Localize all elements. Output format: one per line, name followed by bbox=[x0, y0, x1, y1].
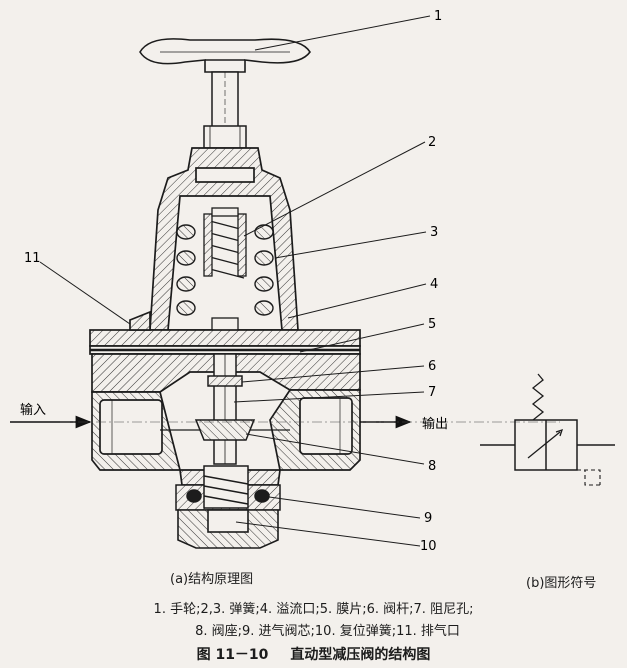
caption-structure: (a)结构原理图 bbox=[170, 572, 254, 587]
callout-10: 10 bbox=[420, 539, 437, 554]
graphic-symbol bbox=[480, 373, 615, 486]
parts-legend-line-1: 1. 手轮;2,3. 弹簧;4. 溢流口;5. 膜片;6. 阀杆;7. 阻尼孔; bbox=[153, 602, 474, 617]
callout-numbers: 1 2 3 4 5 6 7 8 9 10 11 bbox=[24, 9, 442, 554]
bottom-plug bbox=[177, 509, 279, 549]
callout-5: 5 bbox=[428, 317, 436, 332]
leader-lines bbox=[39, 15, 431, 547]
callout-9: 9 bbox=[424, 511, 432, 526]
inner-spring bbox=[203, 207, 247, 279]
parts-legend-line-2: 8. 阀座;9. 进气阀芯;10. 复位弹簧;11. 排气口 bbox=[195, 624, 460, 639]
valve-stem bbox=[194, 353, 256, 465]
inlet-poppet bbox=[175, 465, 281, 511]
callout-7: 7 bbox=[428, 385, 436, 400]
input-label: 输入 bbox=[20, 402, 46, 418]
adjusting-screw bbox=[203, 71, 247, 149]
figure-number: 图 11－10 bbox=[196, 647, 269, 663]
callout-11: 11 bbox=[24, 251, 41, 266]
callout-8: 8 bbox=[428, 459, 436, 474]
callout-6: 6 bbox=[428, 359, 436, 374]
callout-1: 1 bbox=[434, 9, 442, 24]
callout-4: 4 bbox=[430, 277, 438, 292]
outer-spring bbox=[176, 224, 274, 316]
figure-name: 直动型减压阀的结构图 bbox=[290, 647, 431, 663]
callout-2: 2 bbox=[428, 135, 436, 150]
output-label: 输出 bbox=[422, 416, 448, 432]
valve-body-upper bbox=[89, 310, 361, 393]
callout-3: 3 bbox=[430, 225, 438, 240]
bonnet bbox=[149, 147, 299, 331]
caption-symbol: (b)图形符号 bbox=[526, 576, 597, 591]
figure-title: 图 11－10 直动型减压阀的结构图 bbox=[0, 644, 627, 664]
